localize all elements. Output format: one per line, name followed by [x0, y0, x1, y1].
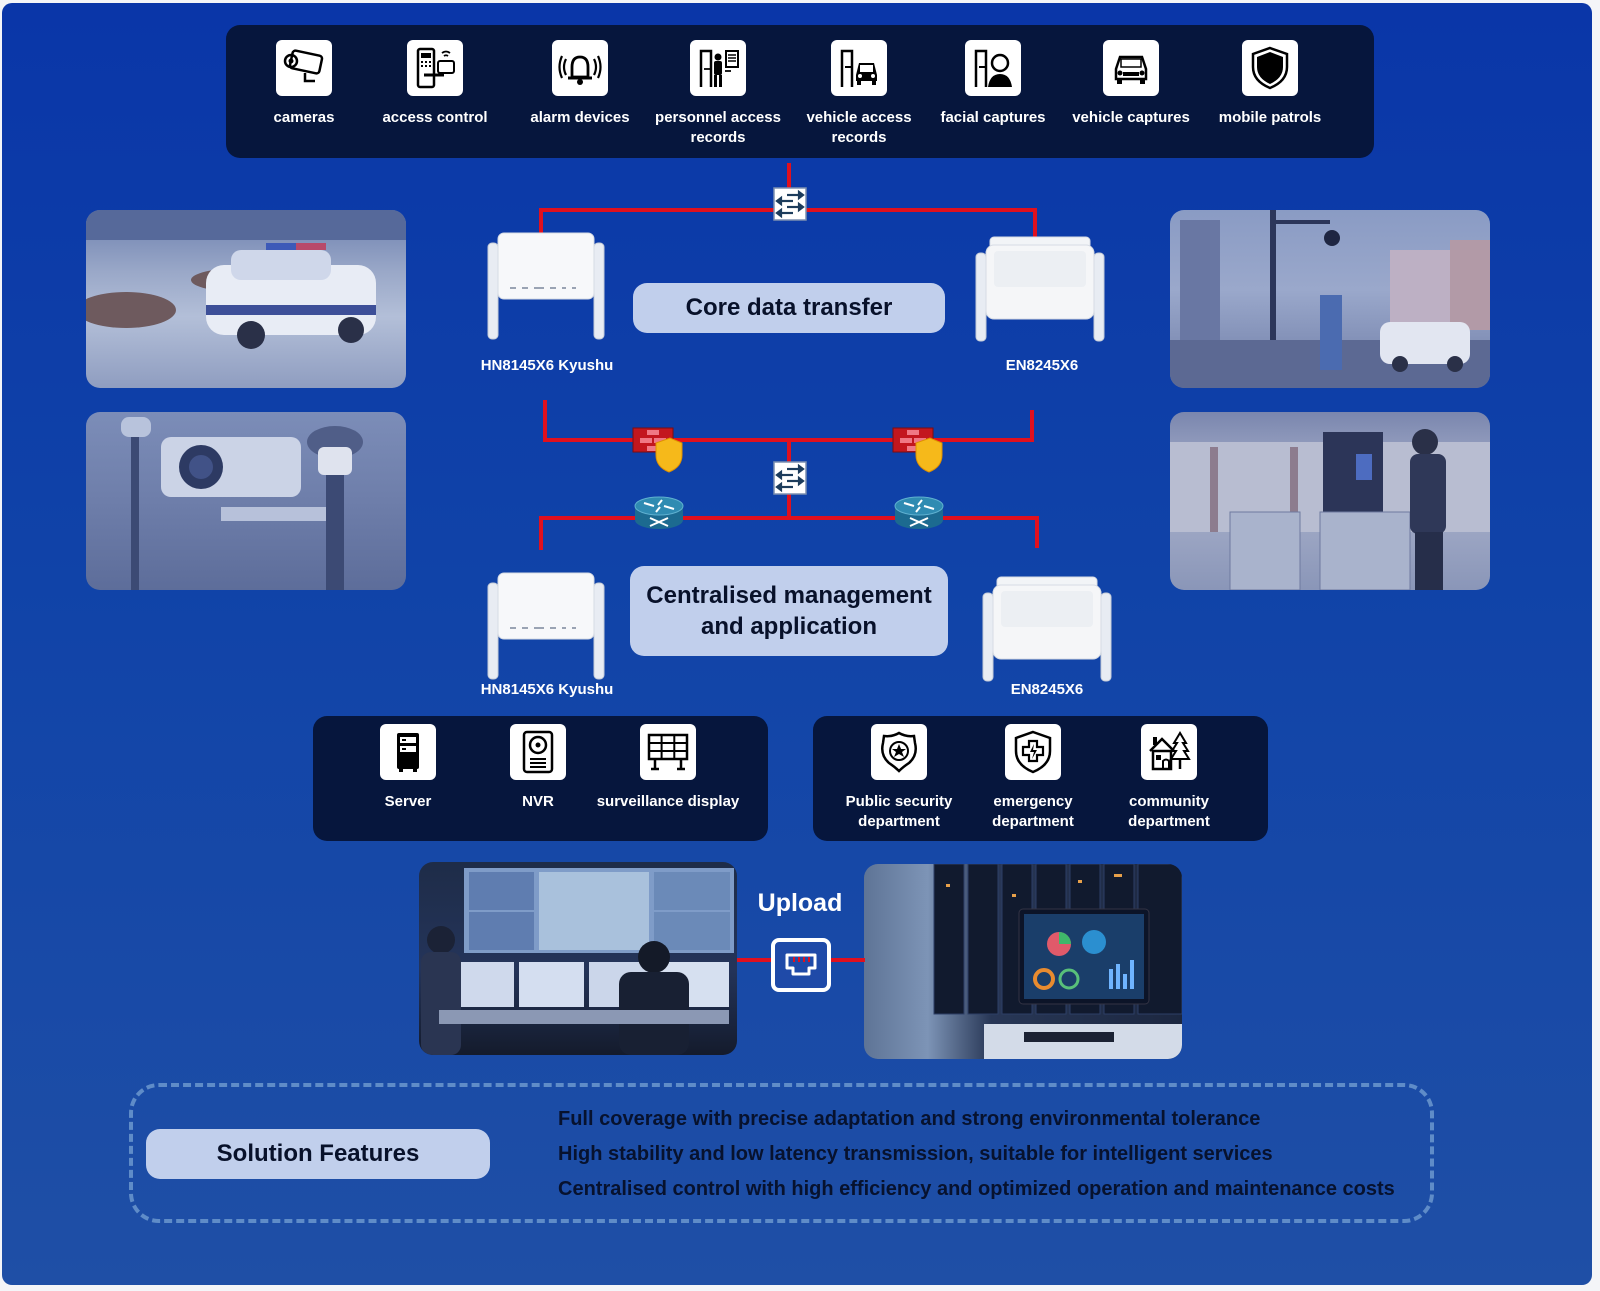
- source-item-facial-captures: facial captures: [903, 40, 1083, 128]
- source-item-vehicle-captures: vehicle captures: [1041, 40, 1221, 128]
- wire: [1035, 516, 1039, 548]
- item-label: NVR: [522, 793, 554, 810]
- hard-drive-icon: [510, 724, 566, 780]
- source-item-access-control: access control: [345, 40, 525, 128]
- item-label: mobile patrols: [1218, 109, 1322, 126]
- wire: [1033, 208, 1037, 240]
- photo-data-center: [864, 864, 1182, 1059]
- device-label: HN8145X6 Kyushu: [480, 681, 614, 698]
- wire: [539, 516, 543, 550]
- department-item-community: community department: [1079, 724, 1259, 832]
- ont-device-en8245x6: [974, 233, 1106, 343]
- alarm-bell-icon: [552, 40, 608, 96]
- photo-street-camera: [86, 412, 406, 590]
- source-item-vehicle-access: vehicle access records: [769, 40, 949, 148]
- centralised-management-pill: Centralised management and application: [630, 566, 948, 656]
- device-label: EN8245X6: [1005, 357, 1079, 374]
- item-label: community department: [1128, 793, 1210, 830]
- item-label: vehicle captures: [1072, 109, 1190, 126]
- storage-item-surveillance-display: surveillance display: [578, 724, 758, 812]
- ont-device-hn8145x6: [486, 229, 608, 341]
- router-icon: [634, 496, 684, 530]
- server-icon: [380, 724, 436, 780]
- item-label: personnel access records: [655, 109, 781, 146]
- core-data-transfer-pill: Core data transfer: [633, 283, 945, 333]
- solution-features-pill: Solution Features: [146, 1129, 490, 1179]
- source-item-cameras: cameras: [214, 40, 394, 128]
- upload-label: Upload: [757, 889, 843, 917]
- feature-item: High stability and low latency transmiss…: [558, 1143, 1273, 1165]
- ont-device-hn8145x6: [486, 569, 608, 681]
- vehicle-access-icon: [831, 40, 887, 96]
- switch-icon: [773, 187, 807, 221]
- wire: [543, 400, 547, 442]
- personnel-access-icon: [690, 40, 746, 96]
- device-label: HN8145X6 Kyushu: [480, 357, 614, 374]
- camera-icon: [276, 40, 332, 96]
- photo-police-car: [86, 210, 406, 388]
- feature-item: Centralised control with high efficiency…: [558, 1178, 1395, 1200]
- shield-icon: [1242, 40, 1298, 96]
- diagram-panel: cameras access control alarm devices person…: [2, 3, 1592, 1285]
- item-label: cameras: [273, 109, 335, 126]
- item-label: access control: [382, 109, 488, 126]
- emergency-shield-icon: [1005, 724, 1061, 780]
- wire: [539, 208, 543, 236]
- item-label: emergency department: [992, 793, 1074, 830]
- features-dashed-frame: [129, 1083, 1434, 1223]
- wire: [539, 516, 1039, 520]
- item-label: Public security department: [845, 793, 953, 830]
- ethernet-port-icon: [771, 938, 831, 992]
- wire: [787, 163, 791, 193]
- house-tree-icon: [1141, 724, 1197, 780]
- ont-device-en8245x6: [981, 573, 1113, 683]
- photo-control-room: [419, 862, 737, 1055]
- police-badge-icon: [871, 724, 927, 780]
- access-control-icon: [407, 40, 463, 96]
- source-item-alarm-devices: alarm devices: [490, 40, 670, 128]
- wire: [1030, 410, 1034, 442]
- router-icon: [894, 496, 944, 530]
- item-label: alarm devices: [530, 109, 630, 126]
- firewall-icon: [632, 427, 684, 473]
- feature-item: Full coverage with precise adaptation an…: [558, 1108, 1261, 1130]
- switch-icon: [773, 461, 807, 495]
- firewall-icon: [892, 427, 944, 473]
- car-front-icon: [1103, 40, 1159, 96]
- item-label: Server: [384, 793, 432, 810]
- item-label: vehicle access records: [806, 109, 912, 146]
- photo-turnstile: [1170, 412, 1490, 590]
- item-label: surveillance display: [596, 793, 740, 810]
- source-item-personnel-access: personnel access records: [628, 40, 808, 148]
- device-label: EN8245X6: [1010, 681, 1084, 698]
- storage-item-nvr: NVR: [448, 724, 628, 812]
- item-label: facial captures: [940, 109, 1046, 126]
- department-item-public-security: Public security department: [809, 724, 989, 832]
- video-wall-icon: [640, 724, 696, 780]
- source-item-mobile-patrols: mobile patrols: [1180, 40, 1360, 128]
- storage-item-server: Server: [318, 724, 498, 812]
- facial-capture-icon: [965, 40, 1021, 96]
- photo-vehicle-gate: [1170, 210, 1490, 388]
- department-item-emergency: emergency department: [943, 724, 1123, 832]
